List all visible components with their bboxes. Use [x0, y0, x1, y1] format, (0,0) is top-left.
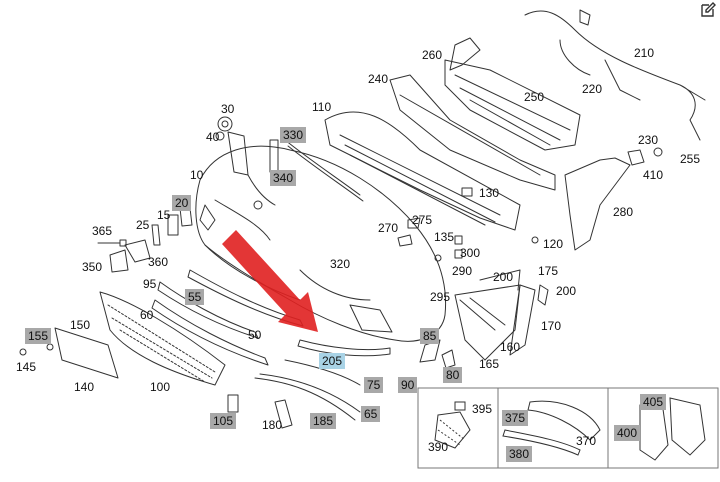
part-label-100: 100 — [150, 380, 171, 394]
part-label-220: 220 — [582, 82, 603, 96]
part-label-340: 340 — [270, 170, 297, 186]
part-label-240: 240 — [368, 72, 389, 86]
part-label-20: 20 — [172, 195, 192, 211]
part-label-375: 375 — [502, 410, 529, 426]
harness-210 — [524, 10, 706, 141]
part-label-210: 210 — [634, 46, 655, 60]
part-label-230: 230 — [638, 133, 659, 147]
part-label-160: 160 — [500, 340, 521, 354]
part-label-95: 95 — [143, 277, 157, 291]
part-label-130: 130 — [479, 186, 500, 200]
part-label-330: 330 — [280, 127, 307, 143]
part-label-320: 320 — [330, 257, 351, 271]
plate-holder-140 — [54, 327, 119, 379]
part-label-295: 295 — [430, 290, 451, 304]
pointer-arrow — [222, 230, 318, 332]
part-label-390: 390 — [428, 440, 449, 454]
part-label-255: 255 — [680, 152, 701, 166]
part-label-65: 65 — [361, 406, 381, 422]
part-label-200-top: 200 — [493, 270, 514, 284]
side-grille-165 — [454, 284, 521, 361]
lower-grille-100 — [99, 291, 226, 386]
part-label-80: 80 — [443, 367, 463, 383]
part-label-200-right: 200 — [556, 284, 577, 298]
part-label-350: 350 — [82, 260, 103, 274]
part-label-260: 260 — [422, 48, 443, 62]
strip-60 — [151, 299, 269, 366]
part-label-170: 170 — [541, 319, 562, 333]
part-label-110: 110 — [312, 100, 332, 114]
part-label-40: 40 — [206, 130, 220, 144]
part-label-140: 140 — [74, 380, 95, 394]
part-label-145: 145 — [16, 360, 37, 374]
part-label-30: 30 — [221, 102, 235, 116]
part-label-165: 165 — [479, 357, 500, 371]
part-label-410: 410 — [643, 168, 664, 182]
part-label-275: 275 — [412, 213, 433, 227]
part-label-365: 365 — [92, 224, 113, 238]
part-label-60: 60 — [140, 308, 154, 322]
part-label-50: 50 — [248, 328, 262, 342]
part-label-135: 135 — [434, 230, 455, 244]
part-label-205[interactable]: 205 — [319, 353, 346, 369]
part-label-150: 150 — [70, 318, 91, 332]
part-label-25: 25 — [136, 218, 150, 232]
lip-205 — [297, 339, 391, 357]
part-label-370: 370 — [576, 434, 597, 448]
part-label-180: 180 — [262, 418, 283, 432]
bracket-280 — [564, 157, 631, 251]
part-label-250: 250 — [524, 90, 545, 104]
part-label-15: 15 — [157, 208, 171, 222]
part-label-10: 10 — [190, 168, 204, 182]
part-label-360: 360 — [148, 255, 169, 269]
part-label-280: 280 — [613, 205, 634, 219]
part-label-290: 290 — [452, 264, 473, 278]
part-label-405: 405 — [640, 394, 667, 410]
part-label-395: 395 — [472, 402, 493, 416]
part-label-75: 75 — [364, 377, 384, 393]
part-label-300: 300 — [460, 246, 481, 260]
support-240 — [389, 74, 556, 191]
part-label-85: 85 — [420, 328, 440, 344]
upper-grille-110 — [324, 111, 521, 231]
part-label-55: 55 — [185, 289, 205, 305]
part-label-90: 90 — [398, 377, 418, 393]
part-label-120: 120 — [543, 237, 564, 251]
part-label-270: 270 — [378, 221, 399, 235]
part-label-105: 105 — [210, 413, 237, 429]
inset-box-400 — [607, 387, 719, 469]
inset-box-390 — [417, 387, 499, 469]
part-label-380: 380 — [506, 446, 533, 462]
part-label-400: 400 — [614, 425, 641, 441]
grille-250 — [444, 59, 581, 151]
part-label-185: 185 — [310, 413, 337, 429]
strip-95 — [157, 281, 259, 339]
part-label-155: 155 — [25, 328, 52, 344]
part-label-175: 175 — [538, 264, 559, 278]
edit-icon[interactable] — [700, 2, 716, 18]
